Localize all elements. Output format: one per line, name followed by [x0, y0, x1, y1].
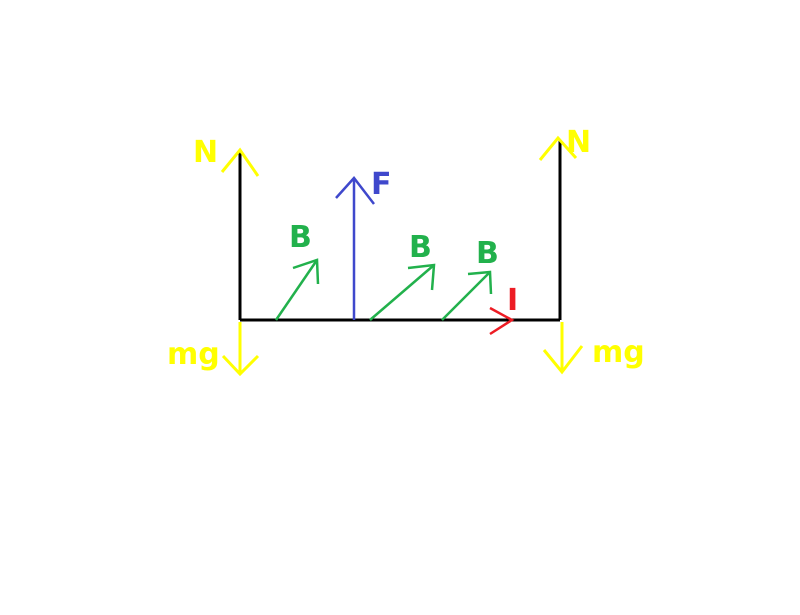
field-arrow-2	[369, 263, 436, 321]
conductor	[238, 140, 562, 322]
normal-force-left-arrow	[220, 147, 260, 177]
current-arrow	[489, 306, 515, 336]
weight-left-label: mg	[167, 337, 220, 372]
field-label-3: B	[476, 236, 499, 271]
normal-force-right-arrow	[538, 135, 578, 161]
normal-force-right-label: N	[566, 125, 592, 160]
force-label: F	[371, 167, 392, 202]
field-label-2: B	[409, 230, 432, 265]
weight-left-arrow	[221, 322, 260, 377]
field-arrow-1	[274, 258, 320, 321]
force-arrow	[335, 176, 375, 320]
normal-force-left-label: N	[193, 135, 219, 170]
field-arrow-3	[441, 270, 493, 321]
weight-right-label: mg	[592, 335, 645, 370]
current-label: I	[507, 283, 519, 318]
field-label-1: B	[289, 220, 312, 255]
weight-right-arrow	[542, 322, 584, 375]
